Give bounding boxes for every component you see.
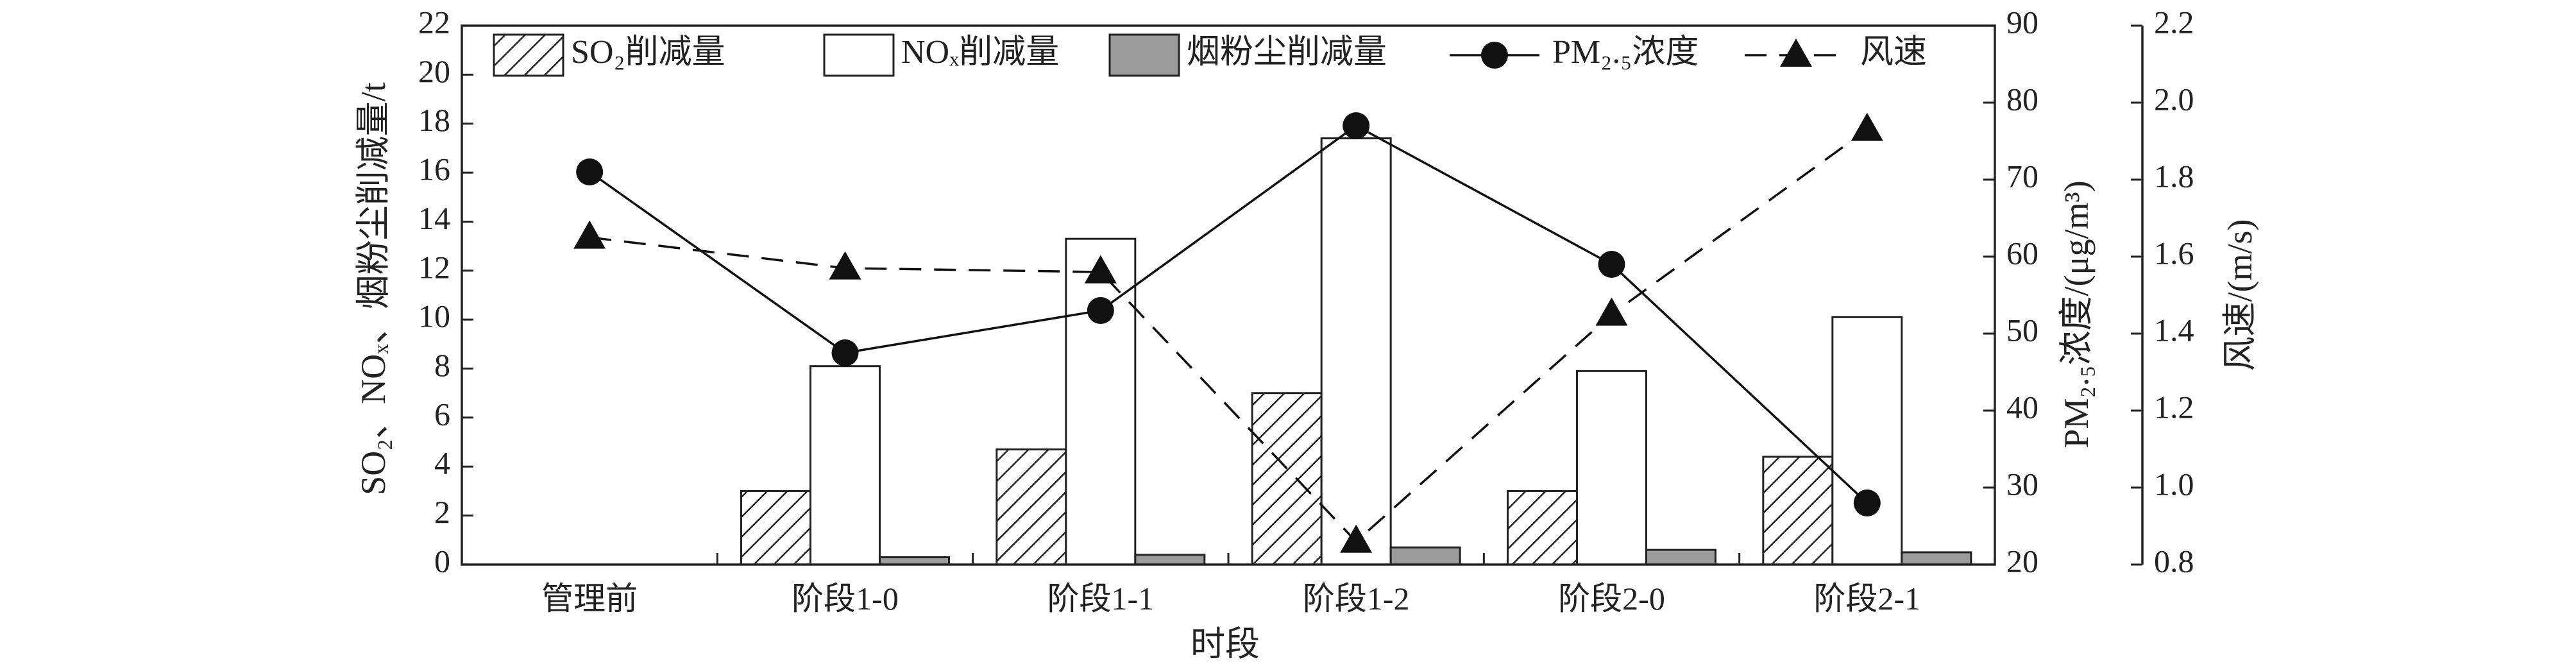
line-pm25 — [589, 124, 1868, 504]
tick-label-left-4: 8 — [434, 347, 450, 383]
tick-label-left-6: 12 — [418, 249, 450, 285]
legend-marker-pm25 — [1481, 42, 1508, 69]
tick-label-right2-4: 1.6 — [2154, 235, 2194, 271]
bar-so2-2 — [996, 448, 1067, 566]
tick-label-left-0: 0 — [434, 543, 450, 579]
bar-dust-2 — [1134, 554, 1206, 566]
bar-nox-1 — [809, 365, 881, 566]
tick-label-right1-7: 90 — [2006, 4, 2038, 40]
legend-label-dust: 烟粉尘削减量 — [1187, 34, 1387, 71]
tick-label-x-3: 阶段1-2 — [1303, 581, 1410, 617]
tick-label-left-8: 16 — [418, 151, 450, 187]
point-wind-1 — [829, 251, 861, 280]
tick-label-right2-2: 1.2 — [2154, 389, 2194, 425]
bar-so2-1 — [740, 489, 811, 566]
tick-label-right2-3: 1.4 — [2154, 312, 2194, 348]
tick-label-right1-0: 20 — [2006, 543, 2038, 579]
tick-label-x-4: 阶段2-0 — [1558, 581, 1665, 617]
tick-label-x-0: 管理前 — [541, 581, 638, 617]
lines-layer — [573, 112, 1883, 553]
point-pm25-1 — [831, 339, 859, 366]
point-wind-5 — [1851, 112, 1883, 141]
legend-label-pm25: PM₂.₅浓度 — [1552, 34, 1699, 71]
point-wind-3 — [1340, 524, 1373, 553]
point-pm25-2 — [1087, 297, 1114, 324]
legend-label-so2: SO₂削减量 — [571, 34, 725, 71]
y-axis-title-right-wind: 风速/(m/s) — [2221, 219, 2259, 371]
tick-label-left-9: 18 — [418, 102, 450, 138]
tick-label-right2-1: 1.0 — [2154, 466, 2194, 502]
bar-dust-5 — [1901, 551, 1972, 566]
point-wind-2 — [1084, 255, 1117, 284]
point-wind-4 — [1595, 297, 1628, 326]
bar-nox-5 — [1831, 316, 1903, 566]
point-pm25-4 — [1598, 251, 1625, 278]
y-axis-title-left: SO₂、NOₓ、烟粉尘削减量/t — [354, 82, 393, 495]
tick-label-left-11: 22 — [418, 4, 450, 40]
point-pm25-3 — [1343, 112, 1370, 139]
tick-label-right1-4: 60 — [2006, 235, 2038, 271]
tick-label-right2-5: 1.8 — [2154, 158, 2194, 194]
legend-swatch-nox — [823, 33, 895, 77]
line-wind — [589, 128, 1868, 543]
axes-layer: 0 2 4 6 8 10 12 14 16 18 20 22 20 30 40 50 60 70 80 90 0.8 1.… — [418, 4, 2194, 617]
bar-nox-2 — [1065, 237, 1137, 566]
tick-label-left-5: 10 — [418, 298, 450, 334]
tick-label-left-7: 14 — [418, 200, 450, 236]
legend-label-wind: 风速 — [1860, 34, 1927, 71]
legend-swatch-so2 — [493, 33, 564, 77]
legend-label-nox: NOₓ削减量 — [901, 34, 1059, 71]
tick-label-left-2: 4 — [434, 445, 450, 481]
point-pm25-0 — [576, 158, 604, 185]
tick-label-left-10: 20 — [418, 53, 450, 89]
point-pm25-5 — [1853, 489, 1881, 516]
bar-so2-3 — [1251, 392, 1323, 566]
legend-marker-wind — [1780, 38, 1812, 67]
tick-label-right1-3: 50 — [2006, 312, 2038, 348]
tick-label-x-5: 阶段2-1 — [1814, 581, 1921, 617]
tick-label-right2-6: 2.0 — [2154, 81, 2194, 117]
point-wind-0 — [573, 220, 606, 249]
y-axis-title-right-pm25: PM₂.₅浓度/(μg/m³) — [2057, 180, 2096, 448]
tick-label-right1-6: 80 — [2006, 81, 2038, 117]
tick-label-x-1: 阶段1-0 — [792, 581, 899, 617]
tick-label-left-1: 2 — [434, 494, 450, 530]
bar-nox-4 — [1576, 370, 1647, 566]
legend-swatch-dust — [1108, 33, 1180, 77]
bar-dust-4 — [1645, 549, 1716, 566]
bar-so2-4 — [1507, 489, 1578, 566]
bar-dust-3 — [1389, 546, 1461, 566]
bar-so2-5 — [1762, 455, 1834, 566]
tick-label-right2-0: 0.8 — [2154, 543, 2194, 579]
tick-label-right1-2: 40 — [2006, 389, 2038, 425]
tick-label-right1-5: 70 — [2006, 158, 2038, 194]
tick-label-x-2: 阶段1-1 — [1047, 581, 1155, 617]
tick-label-right2-7: 2.2 — [2154, 4, 2194, 40]
tick-label-right1-1: 30 — [2006, 466, 2038, 502]
tick-label-left-3: 6 — [434, 396, 450, 432]
x-axis-title: 时段 — [1191, 625, 1260, 663]
bars-layer — [740, 137, 1972, 566]
legend: SO₂削减量 NOₓ削减量 烟粉尘削减量 PM₂.₅浓度 风速 — [493, 33, 1927, 77]
bar-nox-3 — [1320, 137, 1392, 566]
